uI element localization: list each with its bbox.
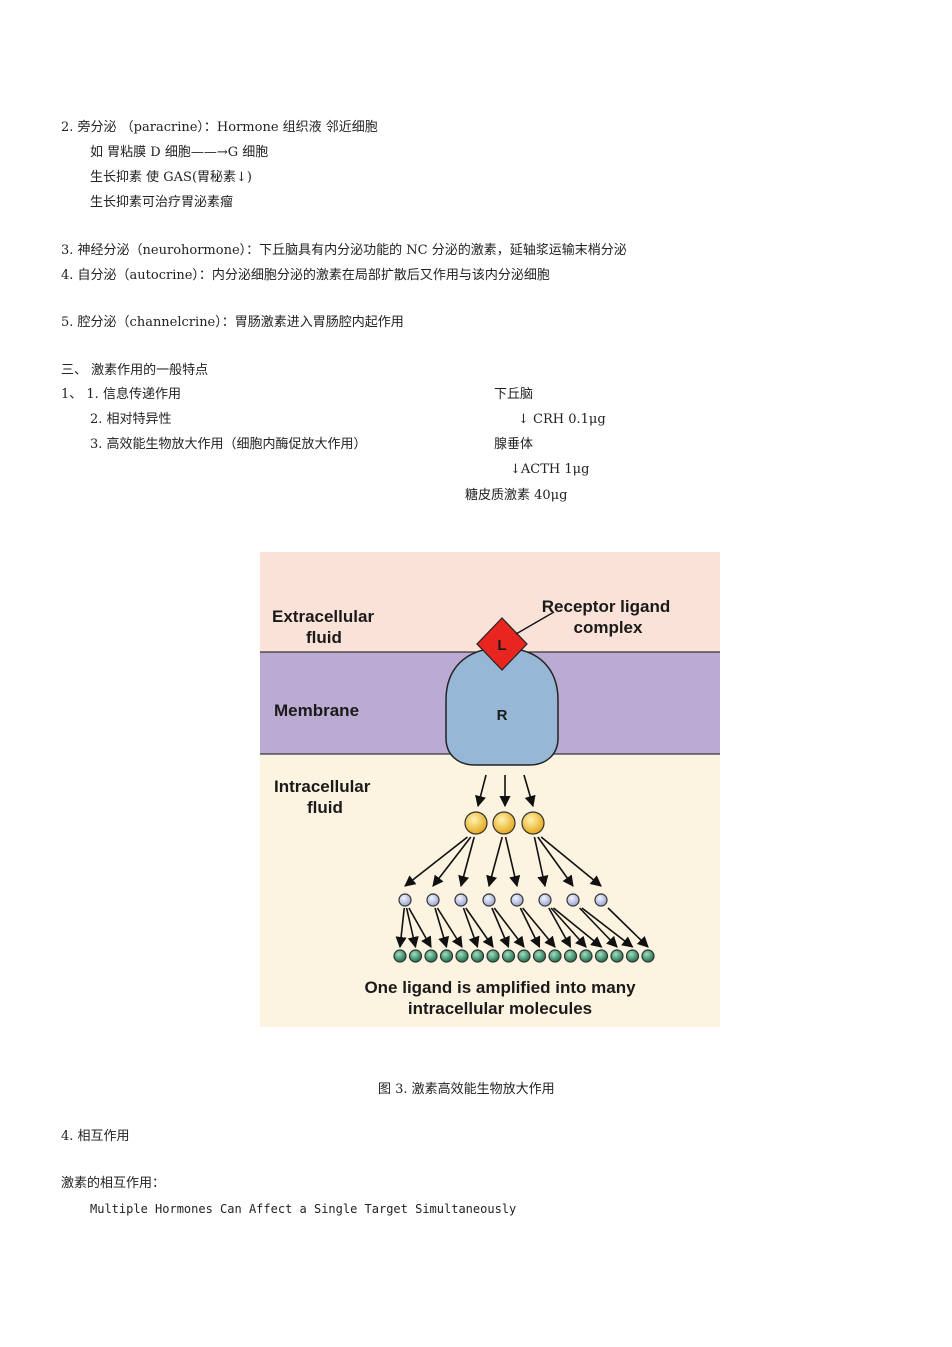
intracellular-label-2: fluid bbox=[307, 798, 343, 817]
intracellular-molecule bbox=[517, 949, 531, 963]
figure-inner-caption-2: intracellular molecules bbox=[408, 999, 592, 1018]
amplification-figure: R L Extracellular fluid Receptor ligand … bbox=[254, 550, 724, 1030]
membrane-label: Membrane bbox=[274, 701, 359, 720]
feature-item-3: 3. 高效能生物放大作用（细胞内酶促放大作用） bbox=[90, 437, 367, 452]
amplification-arrow bbox=[432, 836, 472, 887]
receptor-arrow bbox=[523, 774, 536, 808]
second-messenger-molecule bbox=[492, 811, 516, 835]
extracellular-label-2: fluid bbox=[306, 628, 342, 647]
intermediate-molecule bbox=[510, 893, 524, 907]
receptor-label: R bbox=[497, 707, 508, 724]
intermediate-molecule bbox=[538, 893, 552, 907]
channelcrine-line: 5. 腔分泌（channelcrine）：胃肠激素进入胃肠腔内起作用 bbox=[61, 315, 404, 330]
cascade-hypothalamus: 下丘脑 bbox=[494, 387, 534, 402]
intracellular-region bbox=[260, 755, 720, 1027]
ligand-label: L bbox=[497, 637, 506, 654]
amplification-arrow bbox=[548, 907, 572, 948]
intracellular-molecule bbox=[563, 949, 578, 963]
amplification-arrow bbox=[550, 907, 587, 948]
amplification-arrow bbox=[408, 907, 432, 948]
amplification-arrow bbox=[404, 836, 468, 887]
intermediate-molecule bbox=[482, 893, 496, 907]
paracrine-heading: 2. 旁分泌 （paracrine）：Hormone 组织液 邻近细胞 bbox=[61, 120, 378, 135]
intracellular-molecule bbox=[393, 949, 407, 963]
intracellular-molecule bbox=[424, 949, 438, 963]
autocrine-line: 4. 自分泌（autocrine）：内分泌细胞分泌的激素在局部扩散后又作用与该内… bbox=[61, 268, 550, 283]
second-messenger-molecule bbox=[521, 811, 545, 835]
paracrine-somatostatin: 生长抑素 使 GAS(胃秘素↓) bbox=[90, 170, 252, 185]
intracellular-molecule bbox=[408, 949, 423, 963]
paracrine-example: 如 胃粘膜 D 细胞——→G 细胞 bbox=[90, 145, 269, 160]
interaction-english: Multiple Hormones Can Affect a Single Ta… bbox=[90, 1202, 517, 1216]
amplification-arrow bbox=[607, 907, 649, 948]
amplification-arrow bbox=[436, 907, 463, 948]
amplification-arrow bbox=[458, 836, 475, 888]
intracellular-molecule bbox=[610, 949, 624, 963]
intracellular-molecule bbox=[548, 949, 562, 963]
interaction-label: 激素的相互作用： bbox=[61, 1176, 166, 1191]
receptor-complex-label-1: Receptor ligand bbox=[542, 597, 670, 616]
amplification-arrow bbox=[491, 907, 510, 949]
cascade-acth: ↓ACTH 1μg bbox=[510, 462, 590, 477]
amplification-arrow bbox=[533, 836, 549, 888]
amplification-arrow bbox=[519, 907, 541, 949]
receptor-complex-label-2: complex bbox=[574, 618, 644, 637]
neurohormone-line: 3. 神经分泌（neurohormone）：下丘脑具有内分泌功能的 NC 分泌的… bbox=[61, 243, 627, 258]
amplification-arrow bbox=[465, 907, 494, 948]
intracellular-molecule bbox=[486, 949, 500, 963]
cascade-cortisol: 糖皮质激素 40μg bbox=[465, 488, 568, 503]
amplification-arrow bbox=[434, 907, 450, 949]
second-messenger-molecule bbox=[464, 811, 488, 835]
amplification-cascade bbox=[393, 774, 655, 963]
amplification-arrow bbox=[522, 907, 556, 948]
intermediate-molecule bbox=[594, 893, 608, 907]
intermediate-molecule bbox=[398, 893, 412, 907]
amplification-arrow bbox=[504, 836, 521, 888]
figure-caption: 图 3. 激素高效能生物放大作用 bbox=[378, 1082, 555, 1097]
paracrine-treatment: 生长抑素可治疗胃泌素瘤 bbox=[90, 195, 234, 210]
intermediate-molecule bbox=[426, 893, 440, 907]
amplification-arrow bbox=[581, 907, 634, 948]
cascade-pituitary: 腺垂体 bbox=[494, 437, 534, 452]
amplification-arrow bbox=[486, 836, 503, 888]
general-features-heading: 三、 激素作用的一般特点 bbox=[61, 363, 209, 378]
figure-inner-caption-1: One ligand is amplified into many bbox=[364, 978, 636, 997]
intracellular-molecule bbox=[501, 949, 516, 963]
receptor-arrow bbox=[475, 774, 487, 808]
amplification-arrow bbox=[493, 907, 525, 948]
amplification-arrow bbox=[540, 836, 602, 887]
intermediate-molecule bbox=[566, 893, 580, 907]
feature-item-2: 2. 相对特异性 bbox=[90, 412, 172, 427]
amplification-arrow bbox=[462, 907, 480, 949]
intracellular-molecule bbox=[594, 949, 609, 963]
ligand-diamond bbox=[476, 617, 528, 671]
interaction-heading: 4. 相互作用 bbox=[61, 1129, 130, 1144]
amplification-arrow bbox=[395, 907, 407, 949]
intracellular-molecule bbox=[455, 949, 469, 963]
intracellular-molecule bbox=[641, 949, 655, 963]
amplification-arrow bbox=[552, 907, 603, 948]
cascade-crh: ↓ CRH 0.1μg bbox=[518, 412, 606, 427]
intracellular-molecule bbox=[439, 949, 454, 963]
intracellular-molecule bbox=[532, 949, 547, 963]
intermediate-molecule bbox=[454, 893, 468, 907]
intracellular-molecule bbox=[625, 949, 640, 963]
amplification-arrow bbox=[405, 907, 419, 949]
intracellular-molecule bbox=[579, 949, 593, 963]
amplification-arrow bbox=[537, 836, 574, 887]
intracellular-molecule bbox=[470, 949, 485, 963]
intracellular-label-1: Intracellular bbox=[274, 777, 371, 796]
feature-item-1: 1、 1. 信息传递作用 bbox=[61, 387, 181, 402]
extracellular-label-1: Extracellular bbox=[272, 607, 374, 626]
amplification-arrow bbox=[579, 907, 618, 948]
receptor-shape bbox=[445, 647, 559, 766]
